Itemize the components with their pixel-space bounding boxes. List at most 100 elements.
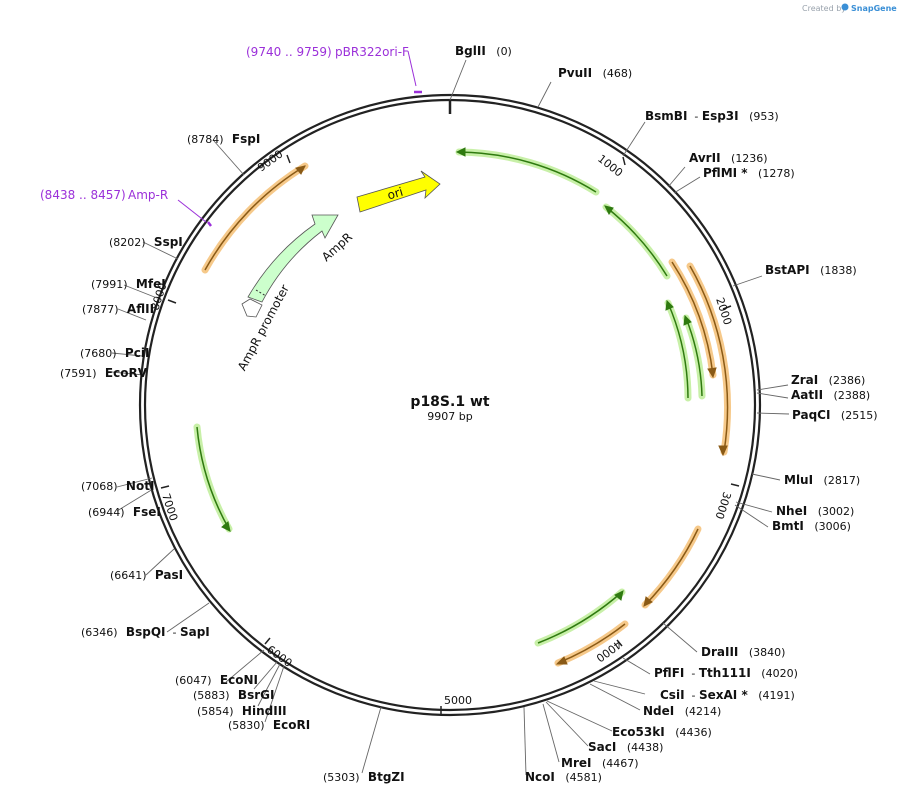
tick-1000: 1000 [595, 152, 626, 180]
site-name: AatII [791, 388, 823, 402]
site-label: NcoI (4581) [525, 770, 602, 784]
site-label: PvuII (468) [558, 66, 632, 80]
site-sspi[interactable]: (8202) SspI [109, 235, 183, 260]
site-saci[interactable]: SacI (4438) [545, 701, 663, 754]
site-bglii[interactable]: BglII (0) [449, 44, 512, 101]
green-arc-4100[interactable] [534, 588, 626, 647]
site-position: (4581) [555, 771, 602, 784]
site-mfei[interactable]: (7991) MfeI [91, 277, 166, 299]
site-pvuii[interactable]: PvuII (468) [537, 66, 632, 108]
primer-name: Amp-R [128, 188, 168, 202]
site-position: (5303) [323, 771, 360, 784]
site-separator: - [684, 667, 698, 680]
site-bstapi[interactable]: BstAPI (1838) [732, 263, 857, 287]
site-ecorv[interactable]: (7591) EcoRV [60, 366, 148, 380]
orange-arc-4000[interactable] [554, 620, 629, 667]
site-econi[interactable]: (6047) EcoNI [175, 649, 265, 687]
site-label: PflFI - Tth111I (4020) [654, 666, 798, 680]
site-bsrgi[interactable]: (5883) BsrGI [193, 661, 278, 702]
site-position: (3840) [738, 646, 785, 659]
site-name: PvuII [558, 66, 592, 80]
site-pcii[interactable]: (7680) PciI [80, 346, 149, 360]
site-name: MfeI [128, 277, 166, 291]
site-ndei[interactable]: NdeI (4214) [589, 683, 721, 718]
site-label: ZraI (2386) [791, 373, 865, 387]
primer-range: (8438 .. 8457) [40, 188, 126, 202]
green-arc-7500[interactable] [193, 423, 233, 533]
site-mlui[interactable]: MluI (2817) [751, 473, 860, 487]
site-pasi[interactable]: (6641) PasI [110, 548, 183, 582]
primer-amp-r[interactable]: (8438 .. 8457) Amp-R [40, 188, 212, 227]
site-position: (2386) [818, 374, 865, 387]
site-label: (6047) EcoNI [175, 673, 258, 687]
site-aflii[interactable]: (7877) AflII [82, 302, 154, 321]
site-avrii[interactable]: AvrII (1236) [667, 151, 768, 188]
site-draiii[interactable]: DraIII (3840) [662, 622, 785, 659]
credit-prefix: Created by [802, 4, 846, 13]
site-mrei[interactable]: MreI (4467) [542, 703, 639, 770]
tick-label: 5000 [444, 694, 472, 707]
site-bspqi[interactable]: (6346) BspQI - SapI [81, 602, 210, 639]
site-btgzi[interactable]: (5303) BtgZI [323, 706, 405, 784]
site-pflfi[interactable]: PflFI - Tth111I (4020) [622, 657, 798, 680]
green-arc-1500[interactable] [602, 203, 671, 280]
primer-pbr322ori-f[interactable]: (9740 .. 9759) pBR322ori-F [246, 45, 422, 94]
site-label: (7991) MfeI [91, 277, 166, 291]
site-name: FspI [224, 132, 261, 146]
green-arc-2200b[interactable] [682, 314, 706, 400]
site-nhei[interactable]: NheI (3002) [735, 501, 854, 518]
orange-arc-3500[interactable] [641, 525, 702, 609]
orange-arc-9000[interactable] [201, 162, 309, 274]
site-label: (6641) PasI [110, 568, 183, 582]
credit-brand: SnapGene [851, 4, 897, 13]
site-ncoi[interactable]: NcoI (4581) [523, 706, 602, 784]
site-position: (3002) [807, 505, 854, 518]
site-hindiii[interactable]: (5854) HindIII [197, 663, 287, 718]
site-label: BglII (0) [455, 44, 512, 58]
site-name: BtgZI [360, 770, 405, 784]
site-fsei[interactable]: (6944) FseI [88, 488, 161, 519]
site-name: SacI [588, 740, 616, 754]
site-separator: - [165, 626, 179, 639]
restriction-sites: BglII (0)PvuII (468)BsmBI - Esp3I (953)A… [60, 44, 878, 784]
site-name: NcoI [525, 770, 555, 784]
site-position: (7991) [91, 278, 128, 291]
site-label: MreI (4467) [561, 756, 639, 770]
site-bmti[interactable]: BmtI (3006) [734, 504, 851, 533]
site-csii[interactable]: CsiI - SexAI * (4191) [593, 680, 795, 702]
site-label: (7877) AflII [82, 302, 154, 316]
site-position: (4438) [616, 741, 663, 754]
site-label: (5303) BtgZI [323, 770, 405, 784]
site-name: PciI [117, 346, 150, 360]
site-bsmbi[interactable]: BsmBI - Esp3I (953) [622, 109, 779, 157]
orange-arc-2000b[interactable] [686, 262, 731, 457]
green-arc-top[interactable] [455, 147, 600, 196]
green-arc-2200a[interactable] [664, 299, 692, 402]
orange-arc-2000a[interactable] [668, 258, 717, 379]
ori-feature[interactable]: ori [356, 170, 441, 213]
site-pflmi[interactable]: PflMI * (1278) [673, 166, 795, 194]
site-label: PflMI * (1278) [703, 166, 795, 180]
tick-9000: 9000 [255, 147, 291, 174]
site-name: EcoRI [265, 718, 311, 732]
site-eco53ki[interactable]: Eco53kI (4436) [546, 700, 712, 739]
site-label: AvrII (1236) [689, 151, 768, 165]
site-name: CsiI [660, 688, 685, 702]
site-name: HindIII [234, 704, 287, 718]
site-name: PflFI [654, 666, 684, 680]
site-noti[interactable]: (7068) NotI [81, 477, 155, 493]
ampr-feature[interactable]: AmpR [247, 214, 355, 303]
site-position: (4436) [665, 726, 712, 739]
site-ecori[interactable]: (5830) EcoRI [228, 665, 311, 732]
site-name: NotI [118, 479, 155, 493]
site-label: CsiI - SexAI * (4191) [660, 688, 795, 702]
site-paqci[interactable]: PaqCI (2515) [756, 408, 878, 422]
site-zrai[interactable]: ZraI (2386) [756, 373, 865, 391]
site-name: SspI [146, 235, 183, 249]
site-fspi[interactable]: (8784) FspI [187, 132, 261, 176]
site-position: (468) [592, 67, 632, 80]
site-aatii[interactable]: AatII (2388) [756, 388, 870, 402]
site-label: (5854) HindIII [197, 704, 287, 718]
site-position: (1236) [721, 152, 768, 165]
